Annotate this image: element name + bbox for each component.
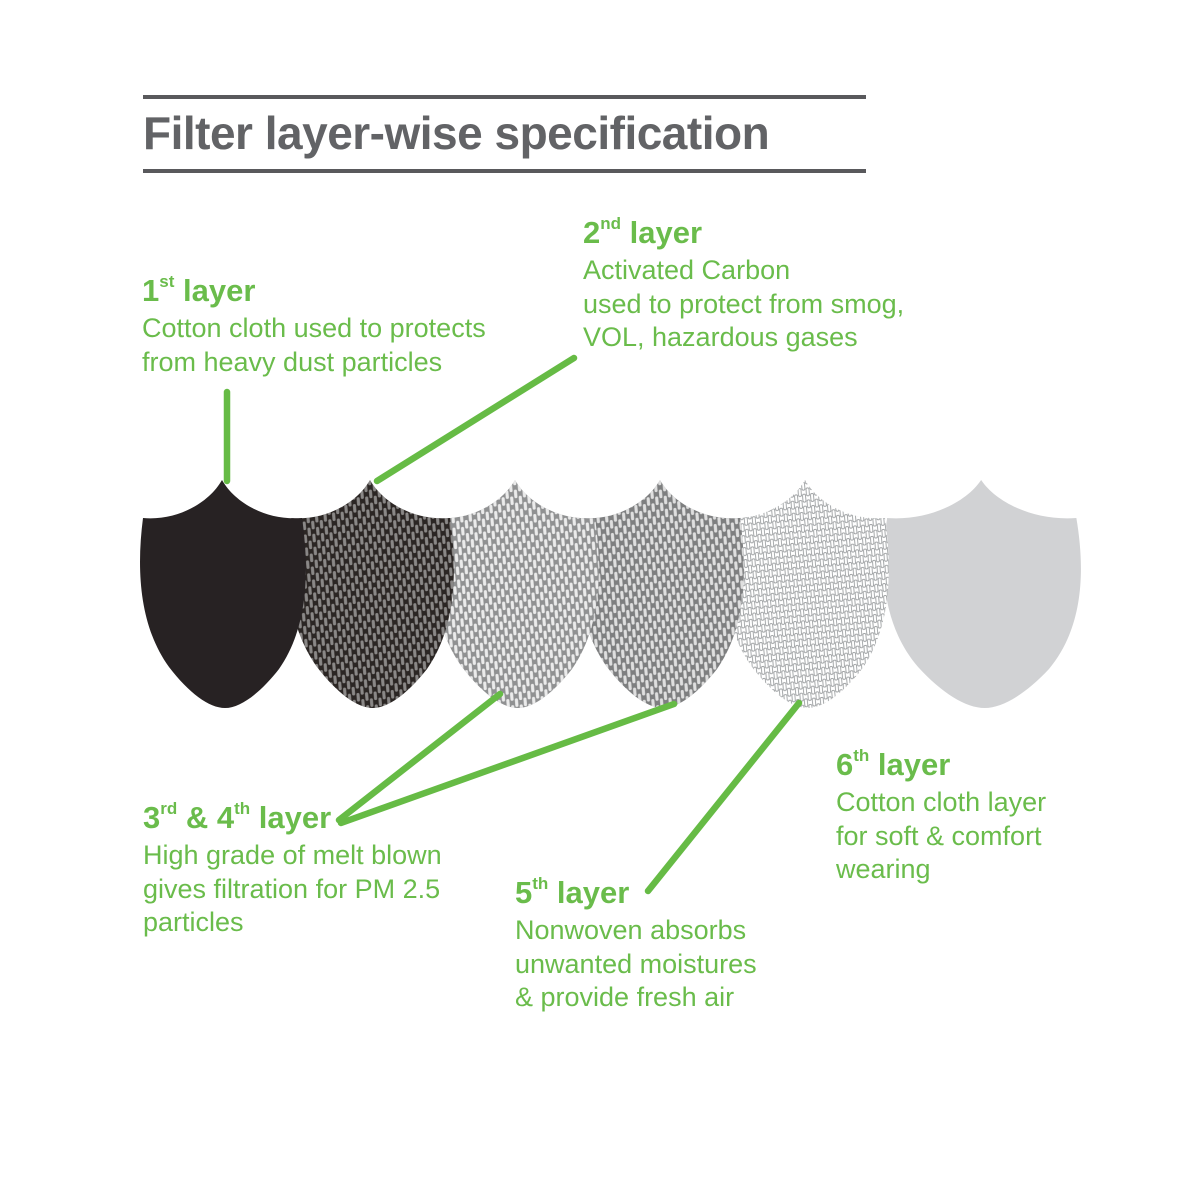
title-rule-top	[143, 95, 866, 99]
layer-1-description: Cotton cloth used to protects from heavy…	[142, 313, 486, 377]
title-block: Filter layer-wise specification	[143, 95, 866, 173]
layer-2-label: 2nd layer Activated Carbon used to prote…	[583, 214, 905, 355]
layer-2-heading: 2nd layer	[583, 214, 703, 250]
layer-6-description: Cotton cloth layer for soft & comfort we…	[836, 787, 1047, 885]
page-title: Filter layer-wise specification	[143, 107, 770, 159]
mask-layer-1	[140, 480, 306, 708]
layer-5-description: Nonwoven absorbs unwanted moistures & pr…	[515, 915, 757, 1013]
layer-1-label: 1st layer Cotton cloth used to protects …	[142, 272, 486, 379]
mask-layer-2	[288, 480, 454, 708]
layer-5-heading: 5th layer	[515, 874, 630, 910]
mask-layer-5	[723, 480, 889, 708]
layer-6-label: 6th layer Cotton cloth layer for soft & …	[836, 746, 1047, 887]
leader-line-layer-5	[644, 699, 803, 895]
layer-6-heading: 6th layer	[836, 746, 951, 782]
layer-3-4-label: 3rd & 4th layer High grade of melt blown…	[143, 799, 442, 940]
title-rule-bottom	[143, 168, 866, 173]
layer-5-label: 5th layer Nonwoven absorbs unwanted mois…	[515, 874, 757, 1015]
layer-2-description: Activated Carbon used to protect from sm…	[583, 255, 905, 353]
mask-layer-6	[883, 480, 1081, 708]
layer-3-4-heading: 3rd & 4th layer	[143, 799, 332, 835]
mask-layer-4	[578, 480, 744, 708]
mask-layer-3	[433, 480, 599, 708]
layer-3-4-description: High grade of melt blown gives filtratio…	[143, 840, 442, 938]
layer-1-heading: 1st layer	[142, 272, 256, 308]
